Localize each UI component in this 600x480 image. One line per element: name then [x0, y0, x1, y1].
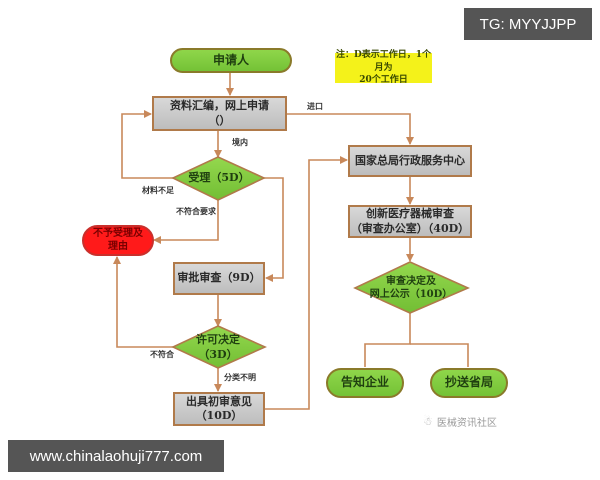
watermark-top-right: TG: MYYJJPP [464, 8, 592, 40]
note-line-1: 注：D表示工作日，1个月为 [335, 50, 432, 73]
edge-label-noncompliant: 不符合 [150, 349, 174, 359]
admin-center-node: 国家总局行政服务中心 [348, 145, 472, 177]
accept-text: 受理（5D） [188, 170, 250, 184]
edge-label-domestic: 境内 [232, 137, 248, 147]
watermark-top-right-text: TG: MYYJJPP [479, 15, 577, 33]
compile-line-1: 资料汇编，网上申请 [170, 99, 269, 113]
admin-center-label: 国家总局行政服务中心 [355, 153, 465, 167]
reject-line-1: 不予受理及 [93, 228, 143, 239]
decision-label: 审查决定及 网上公示（10D） [365, 273, 457, 303]
watermark-bottom-left-text: www.chinalaohuji777.com [29, 447, 203, 465]
brand-mark: ☃ 医械资讯社区 [423, 414, 497, 429]
edge-label-imported: 进口 [307, 101, 323, 111]
edge-label-insufficient: 材料不足 [142, 185, 174, 195]
review-label: 审批审查（9D） [177, 271, 261, 285]
permit-line-2: （3D） [198, 348, 238, 361]
copy-province-node: 抄送省局 [430, 368, 508, 398]
innovative-review-line-2: （审查办公室）（40D） [350, 221, 470, 235]
reject-line-2: 理由 [108, 240, 128, 252]
edge-label-noncompliant-req: 不符合要求 [176, 206, 216, 216]
compile-line-2: （） [208, 113, 231, 127]
edge-label-unclear-class: 分类不明 [224, 372, 256, 382]
brand-text: 医械资讯社区 [436, 418, 497, 429]
permit-line-1: 许可决定 [196, 333, 240, 347]
accept-diamond [171, 156, 266, 201]
permit-label: 许可决定 （3D） [180, 332, 256, 364]
initial-opinion-line-2: （10D） [195, 409, 243, 422]
initial-opinion-node: 出具初审意见 （10D） [173, 392, 265, 426]
decision-line-2: 网上公示（10D） [369, 289, 453, 300]
legend-note: 注：D表示工作日，1个月为 20个工作日 [335, 50, 432, 85]
review-node: 审批审查（9D） [173, 262, 265, 295]
initial-opinion-line-1: 出具初审意见 [186, 394, 252, 408]
notify-company-label: 告知企业 [340, 375, 389, 390]
compile-apply-node: 资料汇编，网上申请 （） [152, 96, 287, 131]
permit-diamond [171, 325, 267, 369]
note-line-2: 20个工作日 [359, 75, 408, 86]
copy-province-label: 抄送省局 [444, 375, 493, 390]
applicant-label: 申请人 [212, 52, 249, 67]
innovative-review-node: 创新医疗器械审查 （审查办公室）（40D） [348, 205, 472, 238]
innovative-review-line-1: 创新医疗器械审查 [366, 207, 454, 221]
accept-label: 受理（5D） [178, 168, 260, 188]
watermark-bottom-left: www.chinalaohuji777.com [8, 440, 224, 472]
decision-diamond [353, 261, 470, 314]
wechat-icon: ☃ [423, 415, 433, 428]
decision-line-1: 审查决定及 [386, 275, 436, 287]
applicant-node: 申请人 [170, 48, 292, 73]
reject-node: 不予受理及 理由 [82, 225, 154, 256]
notify-company-node: 告知企业 [326, 368, 404, 398]
